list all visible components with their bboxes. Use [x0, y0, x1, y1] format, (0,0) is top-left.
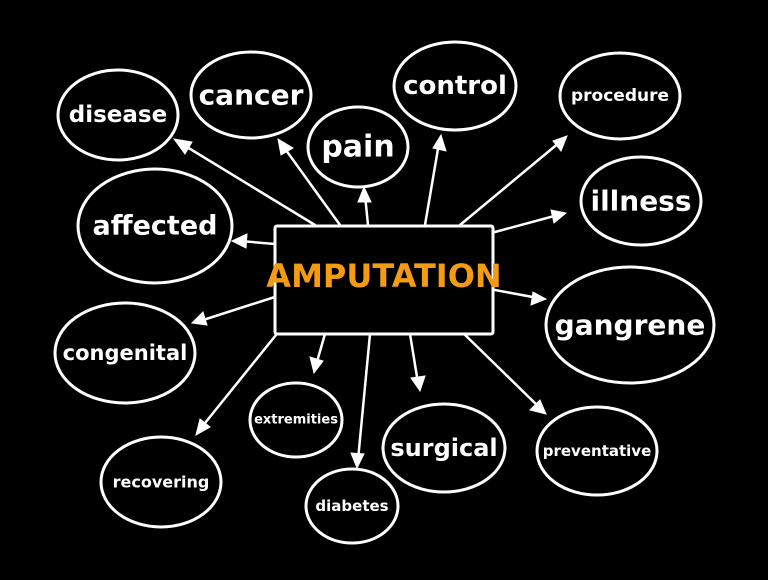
node-extremities-label: extremities [254, 413, 338, 428]
arrow-pain [357, 185, 372, 227]
node-surgical-label: surgical [390, 434, 497, 462]
node-surgical: surgical [381, 402, 507, 494]
node-affected-label: affected [93, 211, 218, 242]
node-cancer-label: cancer [199, 79, 304, 112]
node-control-oval [392, 40, 518, 132]
node-surgical-oval [381, 402, 507, 494]
node-congenital-label: congenital [63, 341, 188, 365]
node-extremities: extremities [248, 381, 344, 459]
node-disease-label: disease [69, 102, 167, 128]
node-congenital-oval [53, 301, 197, 405]
node-disease-oval [56, 68, 180, 162]
arrow-illness [493, 209, 568, 234]
node-illness-oval [579, 155, 703, 247]
node-disease: disease [56, 68, 180, 162]
node-gangrene: gangrene [544, 265, 716, 385]
node-control-label: control [403, 71, 507, 101]
arrow-gangrene [493, 288, 548, 306]
node-gangrene-oval [544, 265, 716, 385]
arrow-procedure [458, 135, 568, 227]
center-node: AMPUTATION [266, 224, 502, 336]
arrow-congenital [190, 294, 280, 326]
node-control: control [392, 40, 518, 132]
node-gangrene-label: gangrene [555, 309, 706, 342]
arrow-affected [230, 233, 277, 249]
node-diabetes-label: diabetes [315, 497, 388, 515]
node-preventative: preventative [535, 405, 659, 497]
node-extremities-oval [248, 381, 344, 459]
node-procedure: procedure [558, 51, 682, 141]
node-recovering-label: recovering [113, 473, 210, 492]
center-label: AMPUTATION [266, 257, 501, 295]
node-procedure-oval [558, 51, 682, 141]
node-congenital: congenital [53, 301, 197, 405]
arrow-surgical [408, 332, 426, 393]
node-affected-oval [76, 167, 234, 285]
arrow-recovering [195, 328, 282, 437]
node-diabetes: diabetes [304, 467, 400, 545]
node-diabetes-oval [304, 467, 400, 545]
node-illness: illness [579, 155, 703, 247]
node-illness-label: illness [590, 185, 691, 218]
node-preventative-label: preventative [543, 442, 652, 460]
node-recovering: recovering [99, 435, 223, 529]
arrow-diabetes [350, 332, 372, 470]
center-box [273, 224, 495, 336]
arrow-disease [172, 138, 317, 227]
arrow-control [423, 133, 447, 227]
node-pain: pain [306, 105, 410, 189]
arrow-cancer [277, 137, 342, 227]
node-recovering-oval [99, 435, 223, 529]
node-pain-oval [306, 105, 410, 189]
node-affected: affected [76, 167, 234, 285]
arrow-extremities [309, 332, 327, 375]
node-cancer-oval [189, 50, 313, 140]
arrows [172, 133, 568, 470]
node-procedure-label: procedure [571, 86, 669, 106]
arrow-preventative [458, 328, 547, 415]
node-cancer: cancer [189, 50, 313, 140]
node-pain-label: pain [321, 130, 394, 165]
node-preventative-oval [535, 405, 659, 497]
